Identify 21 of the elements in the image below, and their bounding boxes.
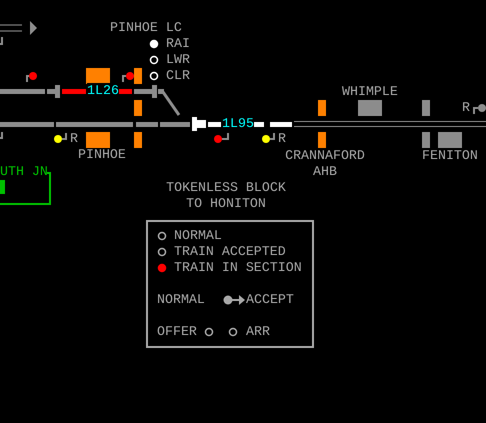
station-name: WHIMPLE — [342, 84, 398, 100]
route-indicator: R — [278, 131, 286, 147]
indicator-label: LWR — [166, 52, 190, 68]
panel-label: NORMAL — [174, 228, 222, 244]
panel-label: NORMAL — [157, 292, 205, 308]
indicator-label: RAI — [166, 36, 190, 52]
station-name: PINHOE — [78, 147, 126, 163]
panel-label: ARR — [246, 324, 270, 340]
block-instrument-panel — [146, 220, 314, 348]
station-name: PINHOE LC — [110, 20, 182, 36]
indicator-label: CLR — [166, 68, 190, 84]
route-indicator: R — [70, 131, 78, 147]
panel-label: OFFER — [157, 324, 197, 340]
route-indicator: R — [462, 100, 470, 116]
panel-label: TRAIN IN SECTION — [174, 260, 302, 276]
block-heading: TOKENLESS BLOCK TO HONITON — [165, 180, 287, 212]
panel-label: ACCEPT — [246, 292, 294, 308]
panel-label: TRAIN ACCEPTED — [174, 244, 286, 260]
crossing-name: CRANNAFORD AHB — [284, 148, 366, 180]
junction-name: UTH JN — [0, 164, 48, 180]
station-name: FENITON — [422, 148, 478, 164]
